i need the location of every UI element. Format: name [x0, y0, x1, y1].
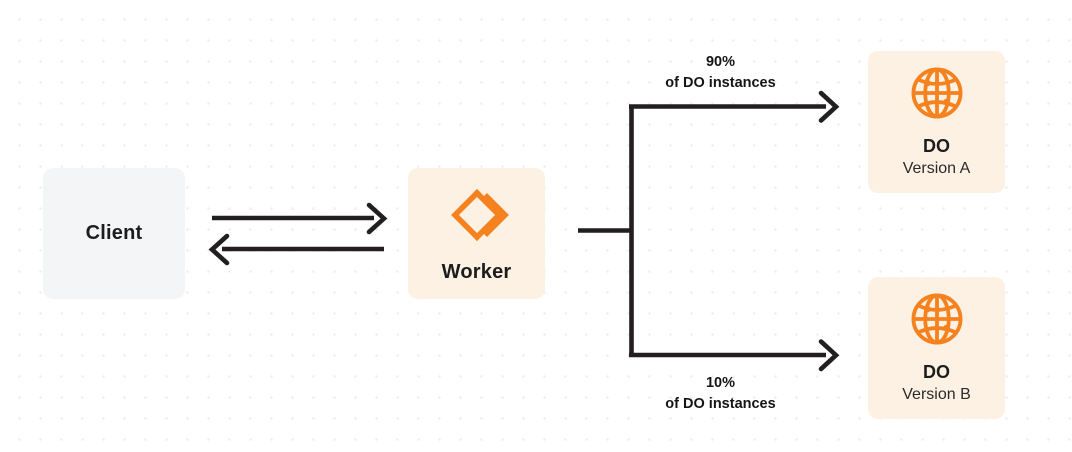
edge-worker-to-client: [208, 233, 384, 266]
edge-label-do-b-caption: of DO instances: [665, 396, 776, 413]
node-do-b-version: Version B: [902, 385, 971, 403]
edge-label-do-b: 10% of DO instances: [598, 373, 843, 415]
edge-worker-to-do-a: [629, 90, 840, 123]
node-client: Client: [43, 168, 185, 299]
node-do-b-label: DO: [923, 362, 950, 383]
node-do-b: DO Version B: [868, 277, 1005, 419]
node-do-a-version: Version A: [902, 159, 971, 177]
edge-label-do-a-percent: 90%: [705, 54, 736, 70]
cloudflare-workers-icon: [445, 183, 509, 247]
edge-label-do-b-percent: 10%: [705, 375, 736, 391]
edge-worker-to-do-b: [629, 339, 840, 372]
globe-icon: [908, 290, 966, 348]
node-client-label: Client: [85, 222, 143, 244]
edge-label-do-a-caption: of DO instances: [665, 75, 776, 92]
node-do-a-label: DO: [923, 136, 950, 157]
node-worker-label: Worker: [441, 261, 512, 283]
edge-label-do-a: 90% of DO instances: [598, 52, 843, 94]
edge-client-to-worker: [212, 202, 388, 235]
edge-worker-split-trunk: [578, 105, 634, 356]
node-do-a: DO Version A: [868, 51, 1005, 193]
globe-icon: [908, 64, 966, 122]
node-worker: Worker: [408, 168, 545, 299]
